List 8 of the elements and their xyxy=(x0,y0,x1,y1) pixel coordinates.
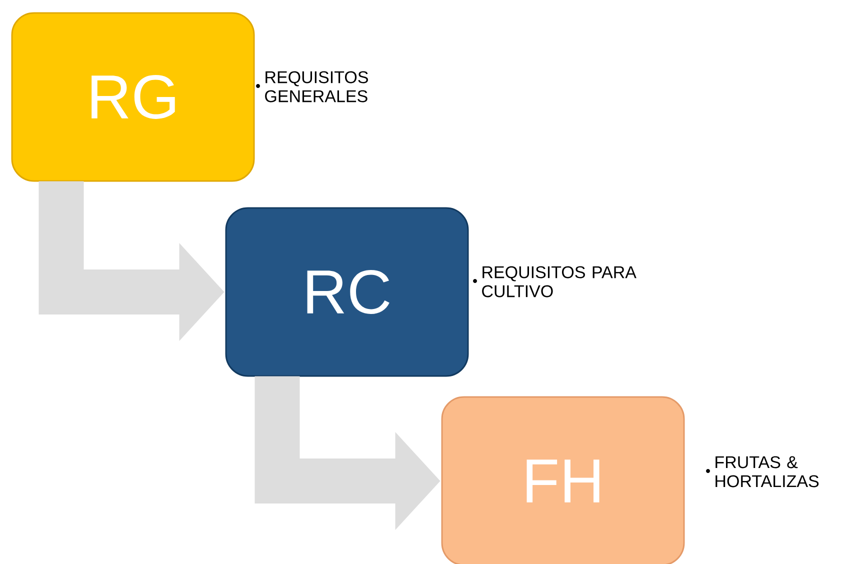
rounded-box: RC xyxy=(225,207,469,377)
rounded-box: FH xyxy=(441,396,685,564)
bent-arrow xyxy=(254,376,440,530)
bent-arrow xyxy=(38,181,224,341)
bullet-text: REQUISITOS PARA CULTIVO xyxy=(482,266,636,298)
bullet-text: FRUTAS & HORTALIZAS xyxy=(716,456,819,488)
rounded-box: RG xyxy=(11,12,255,182)
bullet-text: REQUISITOS GENERALES xyxy=(265,71,368,102)
